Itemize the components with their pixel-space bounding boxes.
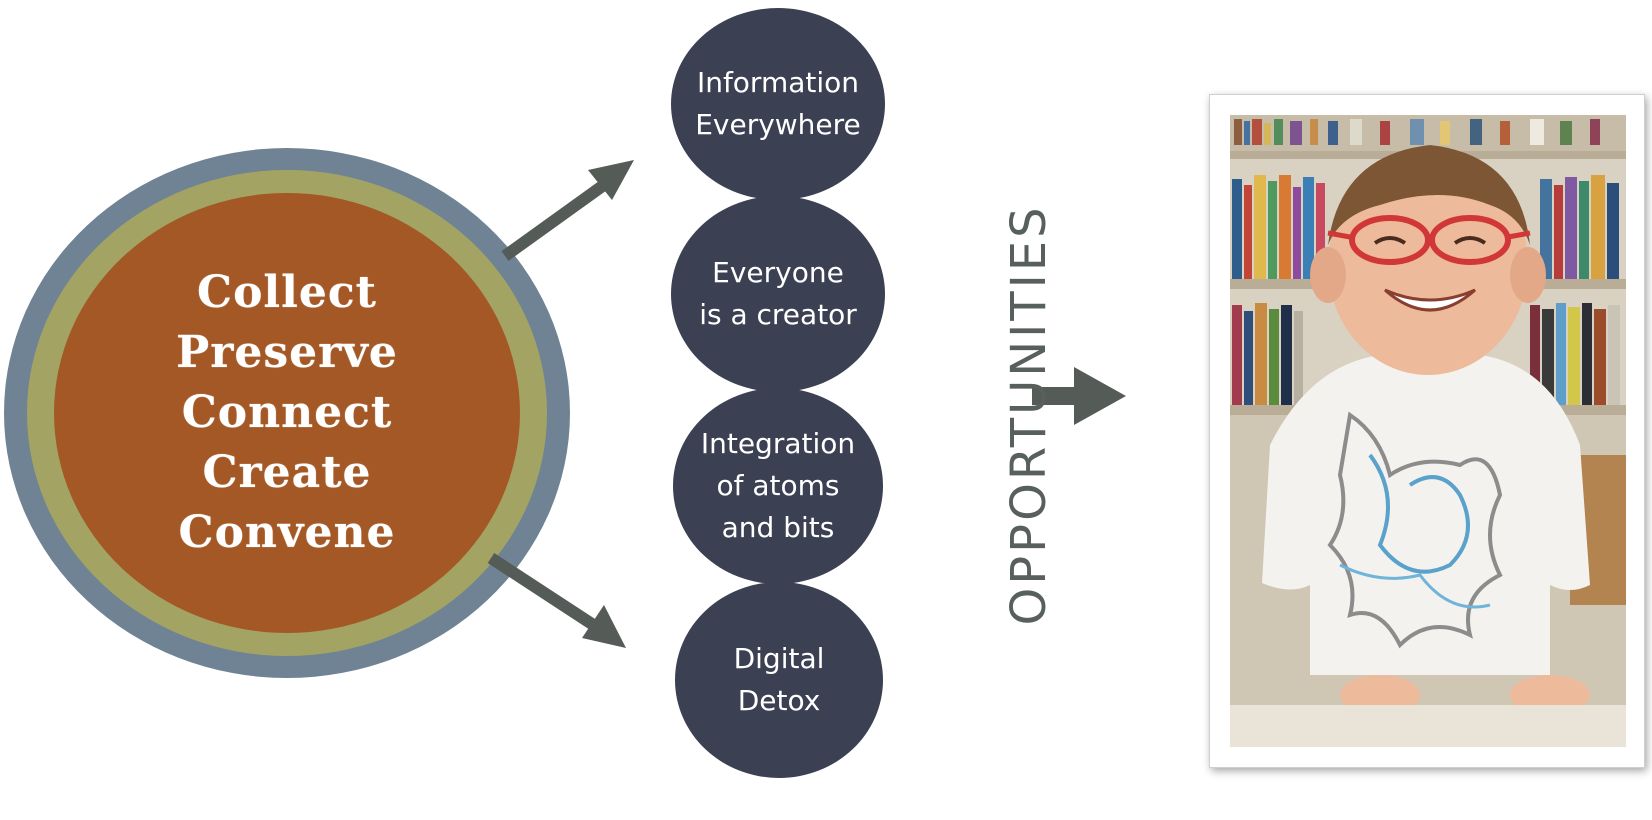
opportunity-line: of atoms [716, 469, 840, 502]
opportunity-line: Information [696, 66, 860, 99]
opportunity-information-everywhere: Information Everywhere [671, 8, 885, 200]
opportunity-line: Digital [733, 642, 825, 675]
opportunity-line: Detox [737, 684, 821, 717]
opportunity-integration-of-atoms-and-bits: Integration of atoms and bits [673, 388, 883, 584]
photo-frame [1209, 94, 1645, 768]
core-word-convene: Convene [178, 507, 396, 558]
core-word-preserve: Preserve [176, 327, 398, 378]
core-word-collect: Collect [197, 267, 377, 318]
opportunity-everyone-is-a-creator: Everyone is a creator [671, 196, 885, 392]
core-word-connect: Connect [181, 387, 393, 438]
arrow-up-right [501, 160, 634, 261]
core-word-create: Create [202, 447, 372, 498]
opportunity-line: and bits [721, 511, 835, 544]
core-circle: Collect Preserve Connect Create Convene [54, 193, 520, 633]
smiling-child-photo [1230, 115, 1626, 747]
opportunities-heading: OPPORTUNITIES [1001, 204, 1057, 626]
opportunity-line: is a creator [699, 298, 857, 331]
opportunity-line: Everyone [712, 256, 844, 289]
opportunity-digital-detox: Digital Detox [675, 582, 883, 778]
opportunity-line: Integration [700, 427, 856, 460]
opportunity-line: Everywhere [695, 108, 861, 141]
photo-illustration [1230, 115, 1626, 747]
